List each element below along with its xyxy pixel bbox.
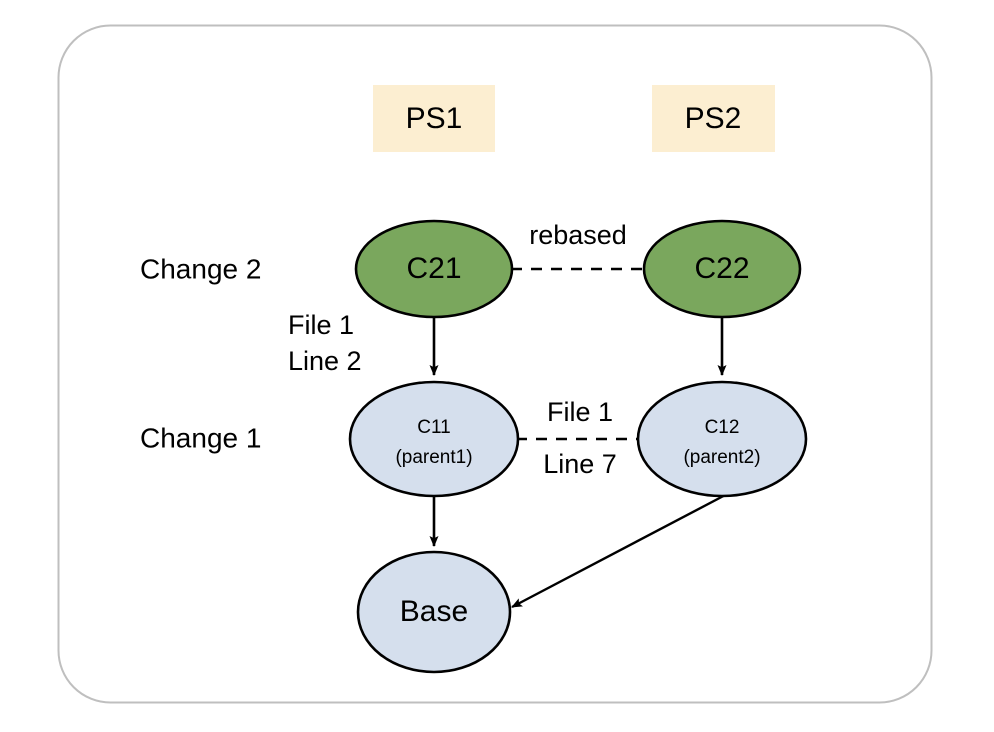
diagram-frame xyxy=(57,24,933,704)
node-c22[interactable]: C22 xyxy=(642,219,802,319)
node-c22-shape[interactable] xyxy=(642,219,802,319)
node-c11[interactable]: C11 (parent1) xyxy=(348,380,520,498)
edge-label-file1-line7-row1: File 1 xyxy=(547,397,613,427)
ps1-box xyxy=(373,85,495,152)
row-label-change-2: Change 2 xyxy=(140,253,261,284)
node-c21[interactable]: C21 xyxy=(354,219,514,319)
node-c12-label: C12 xyxy=(705,417,740,438)
edge-label-file1-line2-row2: Line 2 xyxy=(288,346,362,376)
node-c11-sublabel: (parent1) xyxy=(395,447,472,468)
patchset-header-ps2: PS2 xyxy=(652,85,775,152)
node-c12-sublabel: (parent2) xyxy=(683,447,760,468)
edge-label-file1-line7-row2: Line 7 xyxy=(543,449,617,479)
node-c11-shape[interactable] xyxy=(348,380,520,498)
node-c21-shape[interactable] xyxy=(354,219,514,319)
ps1-label: PS1 xyxy=(406,102,463,135)
edge-label-file1-line2-row1: File 1 xyxy=(288,310,354,340)
ps2-box xyxy=(652,85,775,152)
ps2-label: PS2 xyxy=(685,102,742,135)
node-c12-shape[interactable] xyxy=(636,380,808,498)
node-c12[interactable]: C12 (parent2) xyxy=(636,380,808,498)
node-base-label: Base xyxy=(400,595,468,628)
node-base[interactable]: Base xyxy=(356,550,512,674)
row-label-change-1: Change 1 xyxy=(140,422,261,453)
node-base-shape[interactable] xyxy=(356,550,512,674)
patchset-header-ps1: PS1 xyxy=(373,85,495,152)
node-c22-label: C22 xyxy=(694,252,749,285)
edge-c12-to-base xyxy=(511,490,732,609)
node-c21-label: C21 xyxy=(406,252,461,285)
node-c11-label: C11 xyxy=(417,417,450,438)
edge-label-rebased: rebased xyxy=(529,220,627,250)
